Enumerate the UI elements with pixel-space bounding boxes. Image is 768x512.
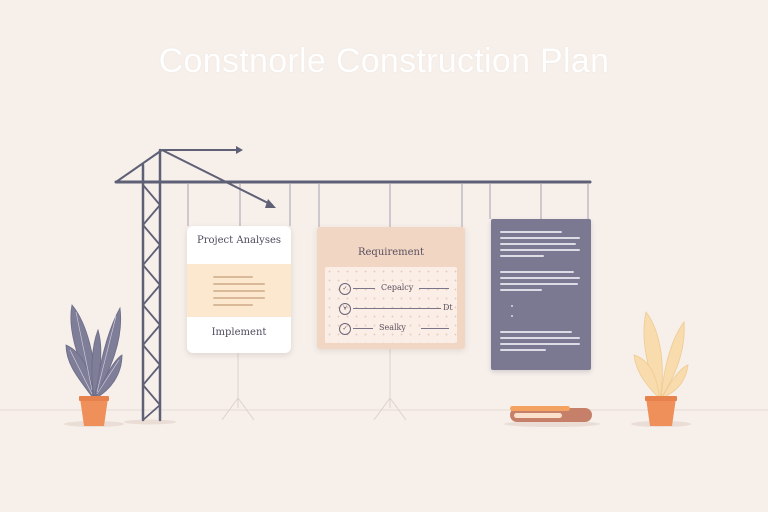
- text-line: [213, 304, 253, 306]
- bullet-dot: [511, 315, 513, 317]
- project-analysis-footer: Implement: [211, 327, 267, 338]
- crane-shadow: [124, 419, 176, 425]
- requirement-row-label: Dt: [443, 303, 453, 312]
- notes-paragraph: [500, 231, 582, 261]
- text-line: [213, 283, 265, 285]
- project-analysis-body: [187, 264, 291, 317]
- requirement-title: Requirement: [357, 247, 425, 258]
- pot-icon: [80, 398, 108, 426]
- bullet-dot: [511, 305, 513, 307]
- plank-icon: [510, 406, 592, 422]
- requirement-panel: ✓ Cepalcy ∀ Dt ✓ Sealky: [325, 267, 457, 343]
- notes-paragraph: [500, 331, 582, 355]
- project-analysis-card: Project Analyses Implement: [187, 226, 291, 353]
- pot-icon: [646, 398, 676, 426]
- checkmark-icon: ✓: [339, 283, 351, 295]
- requirement-row-label: Sealky: [379, 323, 406, 332]
- text-line: [213, 297, 265, 299]
- checkmark-icon: ✓: [339, 323, 351, 335]
- project-analysis-title: Project Analyses: [197, 235, 281, 246]
- easel-legs: [221, 349, 407, 421]
- plant-icon-right: [633, 311, 689, 426]
- requirement-row-label: Cepalcy: [381, 283, 414, 292]
- checkmark-icon: ∀: [339, 303, 351, 315]
- notes-card: [491, 219, 591, 370]
- page-title: Constnorle Construction Plan: [158, 42, 610, 80]
- text-line: [213, 276, 253, 278]
- text-line: [213, 290, 265, 292]
- notes-paragraph: [500, 271, 582, 295]
- crane-icon: [114, 146, 592, 422]
- hanging-wires: [187, 184, 589, 234]
- plant-icon-left: [65, 304, 123, 426]
- requirement-card: Requirement ✓ Cepalcy ∀ Dt ✓ Sealky: [317, 227, 465, 349]
- plank-shadow: [504, 421, 600, 427]
